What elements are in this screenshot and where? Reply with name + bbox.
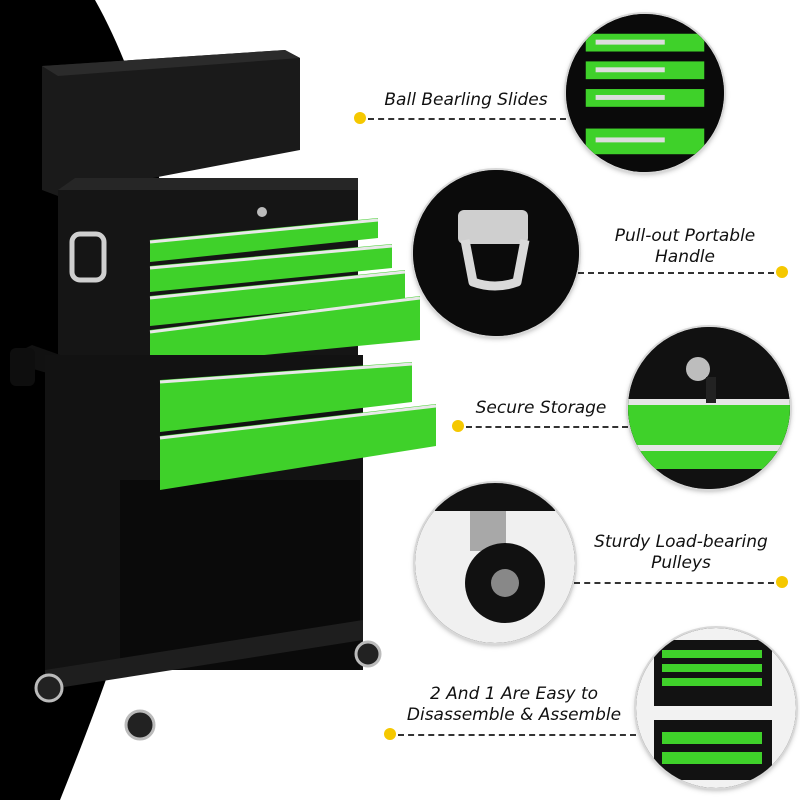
top-drawers (149, 218, 421, 366)
feature-label-slides-line1: Ball Bearling Slides (384, 90, 548, 110)
bullet-dot-handle (776, 266, 788, 278)
feature-label-storage-line1: Secure Storage (475, 398, 607, 418)
feature-image-assemble (636, 628, 796, 788)
dashed-connector-handle (578, 272, 774, 274)
ball-bearing-slides-icon (566, 14, 724, 172)
bullet-dot-assemble (384, 728, 396, 740)
feature-image-handle (413, 170, 579, 336)
bottom-drawers (159, 362, 437, 490)
dashed-connector-assemble (398, 734, 636, 736)
feature-image-storage (628, 327, 790, 489)
pull-out-handle-icon (413, 170, 579, 336)
feature-label-storage: Secure Storage (466, 398, 616, 419)
feature-label-assemble-line1: 2 And 1 Are Easy to (429, 684, 599, 704)
bullet-dot-slides (354, 112, 366, 124)
feature-label-handle-line2: Handle (655, 247, 715, 267)
feature-label-slides: Ball Bearling Slides (376, 90, 556, 111)
two-in-one-cabinet-icon (636, 628, 796, 788)
feature-label-assemble-line2: Disassemble & Assemble (406, 705, 622, 725)
dashed-connector-pulleys (574, 582, 774, 584)
dashed-connector-slides (368, 118, 566, 120)
caster-wheels (34, 640, 382, 741)
caster-wheel-icon (415, 483, 575, 643)
bullet-dot-storage (452, 420, 464, 432)
bullet-dot-pulleys (776, 576, 788, 588)
feature-label-pulleys-line2: Pulleys (651, 553, 711, 573)
feature-label-handle-line1: Pull-out Portable (614, 226, 756, 246)
feature-label-pulleys-line1: Sturdy Load-bearing (594, 532, 768, 552)
lock-key-icon (628, 327, 790, 489)
feature-label-pulleys: Sturdy Load-bearing Pulleys (588, 532, 774, 574)
feature-image-pulleys (415, 483, 575, 643)
feature-image-slides (566, 14, 724, 172)
feature-label-handle: Pull-out Portable Handle (595, 226, 775, 268)
feature-label-assemble: 2 And 1 Are Easy to Disassemble & Assemb… (402, 684, 626, 726)
dashed-connector-storage (466, 426, 628, 428)
